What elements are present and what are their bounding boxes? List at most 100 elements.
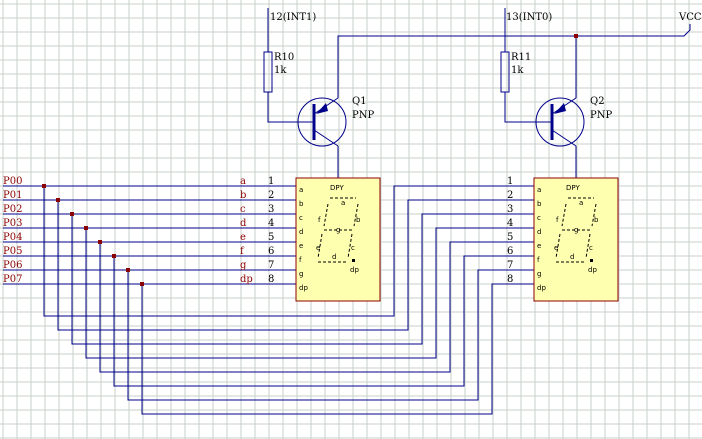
wires (3, 8, 691, 415)
display-1-seg-d: d (332, 253, 336, 261)
net-label-int1: 12(INT1) (270, 12, 316, 23)
resistor-r10-ref: R10 (274, 52, 294, 63)
display-2-seg-a: a (579, 199, 583, 207)
display-1-pin-number: 6 (268, 246, 274, 257)
junction-vcc (574, 34, 578, 38)
display-2-pin-name: dp (537, 284, 546, 292)
junction (98, 240, 102, 244)
junction (70, 212, 74, 216)
resistor-r11-value: 1k (511, 65, 524, 76)
junction (84, 226, 88, 230)
wire-bus-2 (71, 213, 534, 345)
junctions (42, 34, 578, 286)
wire-vcc-bus (337, 24, 691, 98)
display-1-pin-name: f (299, 256, 302, 264)
display-1-pin-name: e (299, 242, 303, 250)
wire-bus-6 (127, 269, 534, 401)
display-2-pin-number: 6 (507, 246, 513, 257)
display-2-title: DPY (566, 184, 580, 192)
display-2-pin-number: 8 (507, 274, 513, 285)
display-1-pin-name: a (299, 186, 303, 194)
display-2-seg-e: e (554, 244, 558, 252)
display-1-pin-number: 5 (268, 232, 274, 243)
resistor-r11: R11 1k (500, 51, 531, 93)
port-label: P01 (3, 190, 22, 201)
display-2-seg-d: d (570, 253, 574, 261)
display-1-title: DPY (330, 184, 344, 192)
display-1-pin-number: 7 (268, 260, 274, 271)
transistor-q2-ref: Q2 (590, 96, 605, 107)
display-1-segment-label: dp (240, 274, 253, 285)
wire-bus-7 (141, 283, 534, 415)
display-1-pin-number: 2 (268, 190, 274, 201)
display-2-pin-name: d (537, 228, 541, 236)
display-1-seg-f: f (318, 216, 321, 224)
port-label: P02 (3, 204, 22, 215)
wire-r10-base (267, 92, 314, 123)
wire-bus-4 (99, 241, 534, 373)
wire-bus-5 (113, 255, 534, 387)
display-1-pin-name: b (299, 200, 304, 208)
wire-bus-3 (85, 227, 534, 359)
resistor-r10: R10 1k (263, 51, 294, 93)
net-label-vcc: VCC (678, 12, 702, 23)
display-1-pin-name: g (299, 270, 303, 278)
port-label: P05 (3, 246, 22, 257)
wire-r11-base (504, 92, 552, 123)
display-1-seg-c: c (351, 244, 355, 252)
wire-bus-0 (43, 185, 534, 317)
wire-bus-1 (57, 199, 534, 331)
display-1-seg-a: a (341, 199, 345, 207)
transistor-q1-type: PNP (352, 110, 374, 121)
junction (126, 268, 130, 272)
display-1-segment-label: a (240, 176, 246, 187)
junction (56, 198, 60, 202)
port-label: P07 (3, 274, 22, 285)
display-2-pin-name: c (537, 214, 541, 222)
display-2-pin-number: 3 (507, 204, 513, 215)
display-2-seg-f: f (556, 216, 559, 224)
display-1-pin-number: 3 (268, 204, 274, 215)
display-1-digit: a f b g e c d dp (316, 197, 361, 274)
resistor-r10-value: 1k (274, 65, 287, 76)
display-1-pin-number: 1 (268, 176, 274, 187)
port-label: P06 (3, 260, 22, 271)
display-1-pin-name: dp (299, 284, 308, 292)
display-1-segment-label: e (240, 232, 246, 243)
transistor-q1: Q1 PNP (297, 96, 374, 147)
port-label: P00 (3, 176, 22, 187)
display-1-seg-e: e (316, 244, 320, 252)
display-1-segment-label: b (240, 190, 246, 201)
port-label: P03 (3, 218, 22, 229)
junction (42, 184, 46, 188)
transistor-q2-type: PNP (590, 110, 612, 121)
display-1-segment-label: f (240, 246, 245, 257)
display-2-pin-number: 1 (507, 176, 513, 187)
display-2-seg-c: c (589, 244, 593, 252)
display-1-seg-b: b (356, 216, 361, 224)
junction (140, 282, 144, 286)
transistor-q1-ref: Q1 (352, 96, 367, 107)
display-2-pin-name: f (537, 256, 540, 264)
display-2-pin-name: b (537, 200, 542, 208)
display-2-digit: a f b g e c d dp (554, 197, 599, 274)
junction (112, 254, 116, 258)
display-2-pin-name: g (537, 270, 541, 278)
display-1-segment-label: g (240, 260, 247, 271)
display-1-seg-dp: dp (350, 266, 359, 274)
display-2-seg-dp: dp (588, 266, 597, 274)
transistor-q2: Q2 PNP (535, 96, 612, 147)
resistor-r11-ref: R11 (511, 52, 531, 63)
display-1-seg-g: g (336, 226, 340, 234)
display-1-segment-label: c (240, 204, 246, 215)
display-1-pin-name: d (299, 228, 303, 236)
display-1-pin-number: 8 (268, 274, 274, 285)
display-1-segment-label: d (240, 218, 247, 229)
display-2-seg-b: b (594, 216, 599, 224)
